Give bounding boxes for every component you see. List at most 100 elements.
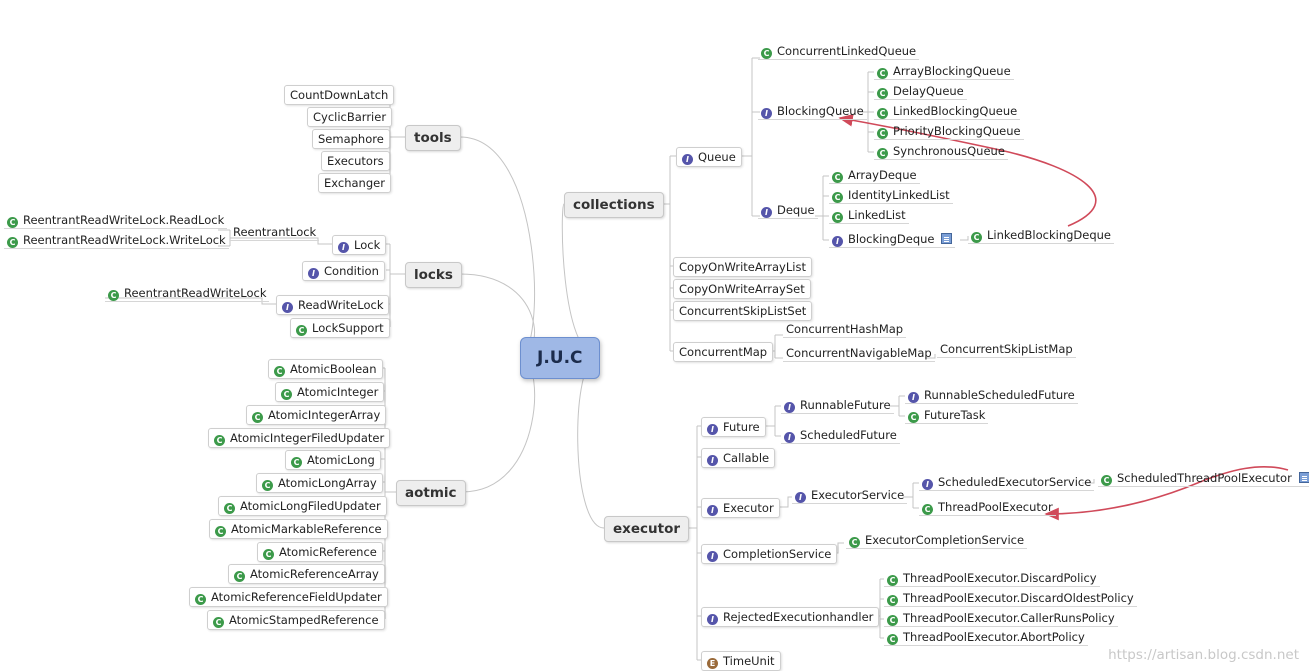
interface-icon: I [795, 492, 806, 503]
interface-icon: I [761, 207, 772, 218]
note-icon[interactable] [941, 233, 953, 244]
category-executor[interactable]: executor [604, 516, 690, 542]
class-icon: C [108, 290, 119, 301]
class-icon: C [274, 366, 285, 377]
category-collections[interactable]: collections [564, 192, 664, 218]
tools-item[interactable]: Executors [321, 151, 390, 171]
interface-icon: I [707, 424, 718, 435]
collections-copy-on-write-array-list[interactable]: CopyOnWriteArrayList [673, 257, 812, 277]
class-icon: C [252, 412, 263, 423]
category-atomic[interactable]: aotmic [396, 480, 466, 506]
collections-concurrent-map[interactable]: ConcurrentMap [673, 342, 774, 362]
class-icon: C [7, 237, 18, 248]
annotation-arrow-executor [1044, 465, 1289, 521]
class-icon: C [214, 435, 225, 446]
class-icon: C [877, 68, 888, 79]
class-icon: C [832, 192, 843, 203]
collections-concurrent-navigable-map[interactable]: ConcurrentNavigableMap [783, 345, 935, 362]
enum-icon: E [707, 658, 718, 669]
tools-item[interactable]: CountDownLatch [284, 85, 395, 105]
collections-concurrent-skip-list-set[interactable]: ConcurrentSkipListSet [673, 301, 813, 321]
interface-icon: I [682, 154, 693, 165]
collections-concurrent-hash-map[interactable]: ConcurrentHashMap [783, 321, 907, 338]
collections-concurrent-skip-list-map[interactable]: ConcurrentSkipListMap [937, 341, 1076, 358]
category-locks[interactable]: locks [405, 262, 462, 288]
lock-reentrant-lock[interactable]: ReentrantLock [230, 224, 320, 241]
class-icon: C [971, 232, 982, 243]
interface-icon: I [338, 242, 349, 253]
root-node[interactable]: J.U.C [520, 337, 600, 379]
class-icon: C [262, 480, 273, 491]
tools-item[interactable]: CyclicBarrier [307, 107, 393, 127]
class-icon: C [224, 503, 235, 514]
tools-item[interactable]: Semaphore [312, 129, 390, 149]
interface-icon: I [761, 108, 772, 119]
category-tools[interactable]: tools [405, 125, 461, 151]
class-icon: C [887, 595, 898, 606]
class-icon: C [887, 615, 898, 626]
interface-icon: I [707, 551, 718, 562]
tools-item[interactable]: Exchanger [318, 173, 391, 193]
collections-copy-on-write-array-set[interactable]: CopyOnWriteArraySet [673, 279, 811, 299]
class-icon: C [887, 634, 898, 645]
note-icon[interactable] [1298, 472, 1309, 483]
class-icon: C [281, 389, 292, 400]
class-icon: C [263, 549, 274, 560]
class-icon: C [877, 148, 888, 159]
interface-icon: I [832, 236, 843, 247]
